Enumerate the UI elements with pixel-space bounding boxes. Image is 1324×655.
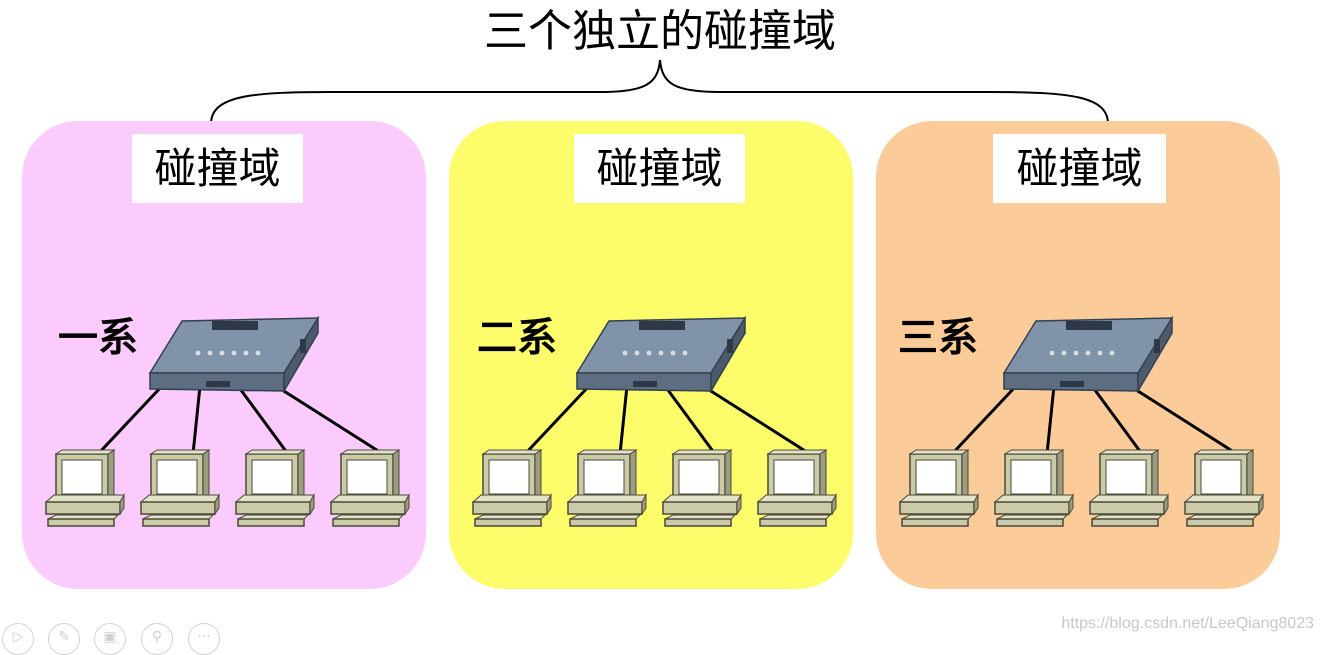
system-label: 二系	[477, 315, 557, 361]
collision-domain-3: 碰撞域 三系	[876, 121, 1280, 589]
hub-icon	[1002, 315, 1174, 394]
computer-icon	[993, 449, 1074, 527]
computer-icon	[1088, 449, 1169, 527]
watermark: https://blog.csdn.net/LeeQiang8023	[1061, 615, 1314, 632]
domain-label: 碰撞域	[574, 134, 745, 203]
computer-icon	[1183, 449, 1264, 527]
cable	[275, 384, 384, 456]
hub-icon	[575, 315, 747, 394]
play-icon[interactable]: ▷	[2, 623, 34, 655]
cable	[702, 384, 811, 456]
cable	[523, 384, 591, 456]
cable	[663, 385, 717, 455]
more-icon[interactable]: ···	[188, 623, 220, 655]
cable	[1129, 384, 1238, 456]
computer-icon	[44, 449, 125, 527]
cable	[950, 384, 1018, 456]
domain-label: 碰撞域	[132, 134, 303, 203]
network-diagram-3	[898, 315, 1264, 527]
computer-icon	[139, 449, 220, 527]
collision-domain-1: 碰撞域 一系	[22, 121, 426, 589]
computer-icon	[471, 449, 552, 527]
slide-toolbar: ▷ ✎ ▣ ⚲ ···	[0, 621, 240, 655]
system-label: 三系	[898, 315, 978, 361]
network-diagram-2	[471, 315, 837, 527]
cable	[1045, 385, 1056, 455]
diagram-title: 三个独立的碰撞域	[484, 6, 836, 57]
computer-icon	[566, 449, 647, 527]
zoom-icon[interactable]: ⚲	[141, 623, 173, 655]
computer-icon	[898, 449, 979, 527]
hub-icon	[148, 315, 320, 394]
cable	[1090, 385, 1144, 455]
computer-icon	[661, 449, 742, 527]
cable	[191, 385, 202, 455]
computer-icon	[329, 449, 410, 527]
cable	[96, 384, 164, 456]
cable	[618, 385, 629, 455]
computer-icon	[234, 449, 315, 527]
computer-icon	[756, 449, 837, 527]
pen-icon[interactable]: ✎	[48, 623, 80, 655]
domain-label: 碰撞域	[993, 134, 1166, 203]
system-label: 一系	[58, 315, 138, 361]
network-diagram-1	[44, 315, 410, 527]
slides-icon[interactable]: ▣	[94, 623, 126, 655]
cable	[236, 385, 290, 455]
collision-domain-2: 碰撞域 二系	[449, 121, 853, 589]
